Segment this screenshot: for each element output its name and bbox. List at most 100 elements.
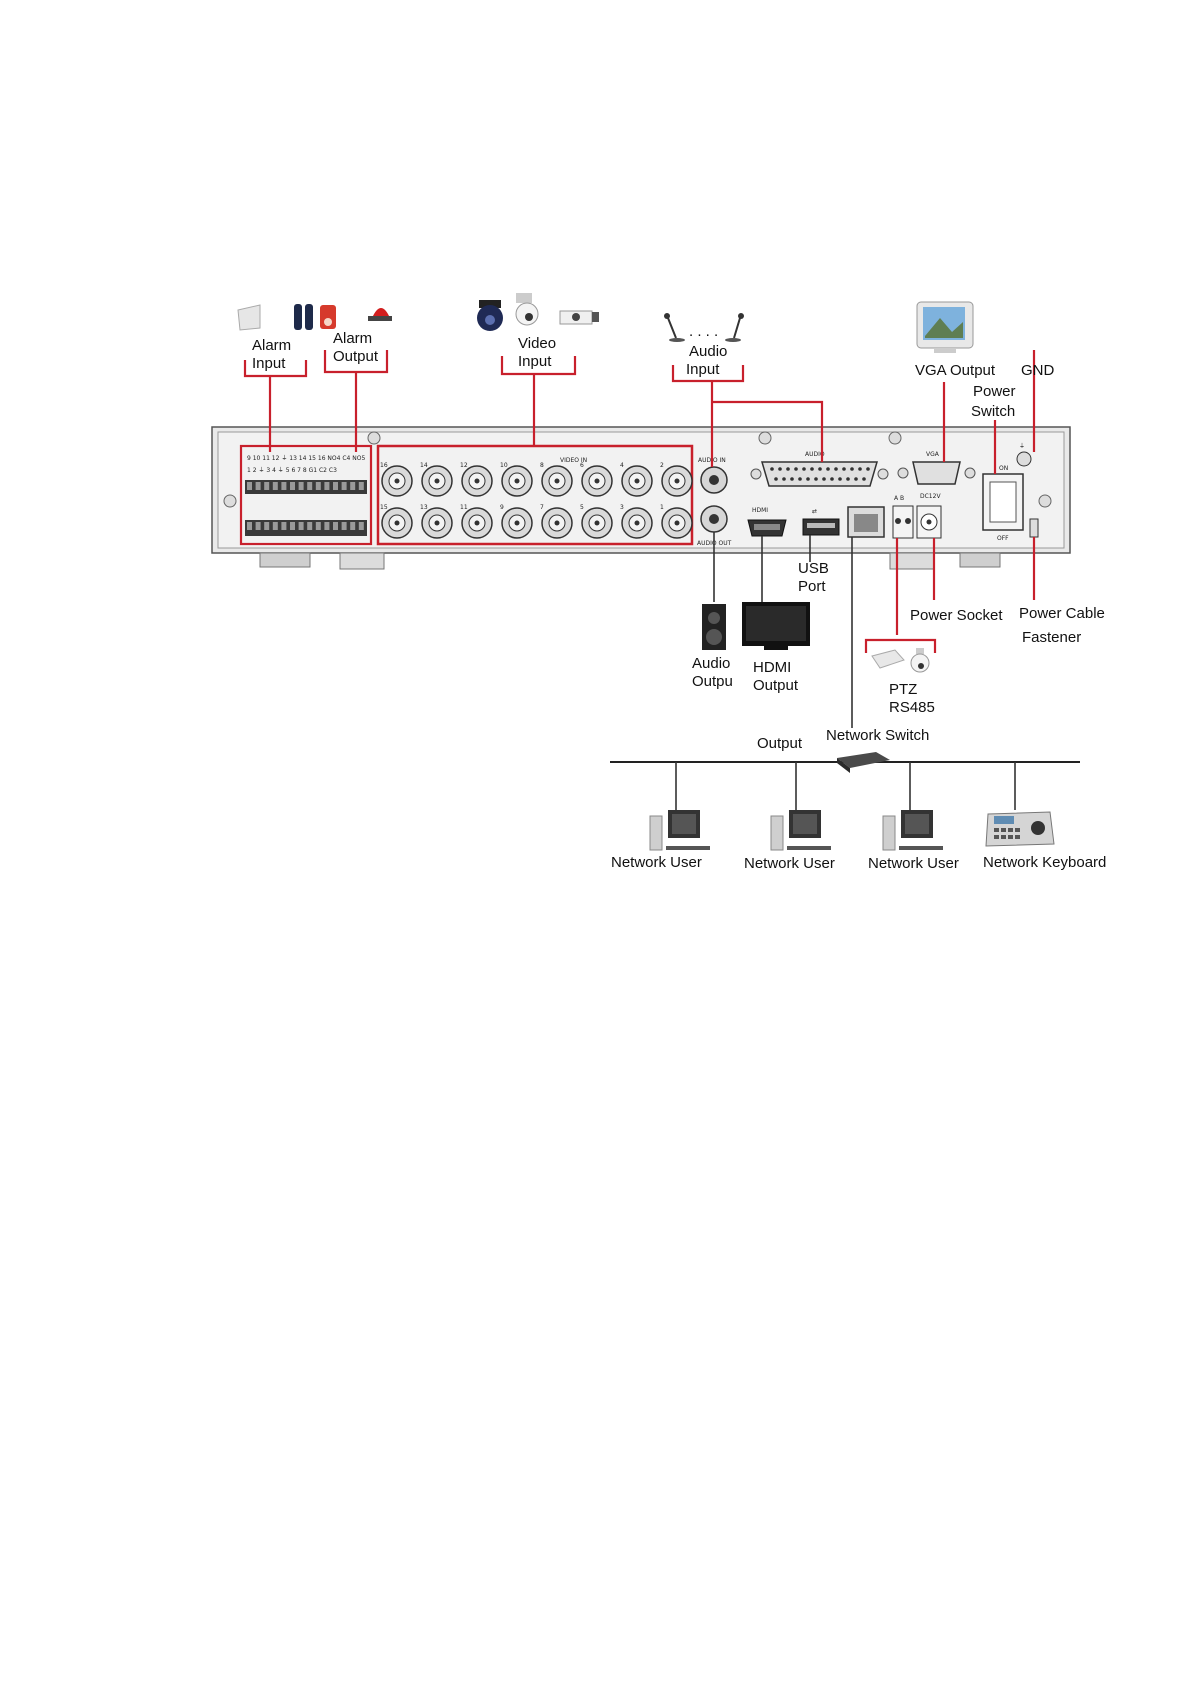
db25-pin [854, 477, 858, 481]
bnc-pin [394, 478, 400, 484]
video-input-label-line2: Input [518, 353, 552, 370]
bnc-channel-number: 15 [380, 504, 388, 511]
db25-pin [798, 477, 802, 481]
alarm-sensor-icon [237, 304, 261, 331]
audio-output-label-line1: Audio [692, 655, 730, 672]
db25-pin [778, 467, 782, 471]
bnc-channel-number: 10 [500, 462, 508, 469]
bnc-pin [634, 478, 640, 484]
db25-pin [810, 467, 814, 471]
output-label: Output [757, 735, 803, 752]
bnc-pin [674, 478, 680, 484]
power-switch-hardware: ON OFF [982, 465, 1024, 542]
terminal-tooth [358, 522, 364, 530]
network-user-label-3: Network User [868, 855, 959, 872]
alarm-output-label-line1: Alarm [333, 330, 372, 347]
network-user-label-1: Network User [611, 854, 702, 871]
rs485-terminal: A B [892, 495, 914, 539]
ptz-label-line2: RS485 [889, 699, 935, 716]
db25-pin [858, 467, 862, 471]
terminal-tooth [324, 482, 330, 490]
alarm-input-label-line1: Alarm [252, 337, 291, 354]
db25-pin [818, 467, 822, 471]
bnc-channel-number: 8 [540, 462, 544, 469]
diagram-labels: Alarm Input Alarm Output Video Input Aud… [252, 330, 1106, 872]
bnc-channel-number: 7 [540, 504, 544, 511]
terminal-tooth [247, 522, 252, 530]
terminal-tooth [281, 522, 287, 530]
bnc-channel-number: 16 [380, 462, 388, 469]
vga-panel-label: VGA [926, 451, 940, 458]
db25-pin [826, 467, 830, 471]
bnc-channel-number: 2 [660, 462, 664, 469]
terminal-teeth [247, 482, 364, 530]
db25-pin [846, 477, 850, 481]
audio-input-label-line2: Input [686, 361, 720, 378]
terminal-tooth [290, 522, 295, 530]
bnc-pin [434, 478, 440, 484]
vga-output-label: VGA Output [915, 362, 996, 379]
on-panel-label: ON [999, 465, 1008, 472]
terminal-tooth [350, 522, 356, 530]
db25-pin [834, 467, 838, 471]
hdmi-output-label-line2: Output [753, 677, 799, 694]
terminal-tooth [247, 482, 252, 490]
hdmi-panel-label: HDMI [752, 507, 768, 514]
terminal-tooth [272, 482, 278, 490]
db25-pin [782, 477, 786, 481]
power-cable-fastener-label-line2: Fastener [1022, 629, 1081, 646]
db25-pin [786, 467, 790, 471]
ptz-camera-icon [515, 293, 539, 326]
dc-panel-label: DC12V [920, 493, 941, 500]
bnc-pin [594, 478, 600, 484]
gnd-label: GND [1021, 362, 1055, 379]
strobe-light-icon [368, 308, 392, 321]
bnc-channel-number: 6 [580, 462, 584, 469]
power-cable-fastener-hardware [1029, 518, 1039, 538]
terminal-tooth [333, 522, 338, 530]
network-keyboard-label: Network Keyboard [983, 854, 1106, 871]
terminal-tooth [281, 482, 287, 490]
svg-text:⇄: ⇄ [812, 508, 817, 515]
terminal-tooth [324, 522, 330, 530]
terminal-tooth [341, 522, 347, 530]
speed-dome-icon [910, 648, 930, 673]
siren-icon [320, 305, 336, 329]
svg-text:. . . .: . . . . [689, 323, 718, 340]
network-user-label-2: Network User [744, 855, 835, 872]
terminal-tooth [264, 522, 270, 530]
terminal-top-labels: 9 10 11 12 ⏚ 13 14 15 16 NO4 C4 NO5 [247, 455, 365, 462]
network-switch-icon [837, 752, 890, 773]
network-user-pc-icon [882, 810, 943, 851]
callout-lines [243, 350, 1080, 810]
terminal-tooth [298, 482, 304, 490]
bnc-channel-number: 13 [420, 504, 428, 511]
hdmi-output-label-line1: HDMI [753, 659, 791, 676]
bnc-pin [674, 520, 680, 526]
bnc-pin [514, 520, 520, 526]
terminal-bottom-labels: 1 2 ⏚ 3 4 ⏚ 5 6 7 8 G1 C2 C3 [247, 467, 337, 474]
usb-port-label-line1: USB [798, 560, 829, 577]
db25-audio-port: AUDIO [750, 451, 889, 487]
audio-output-label-line2: Outpu [692, 673, 733, 690]
video-input-label-line1: Video [518, 335, 556, 352]
bnc-channel-number: 9 [500, 504, 504, 511]
off-panel-label: OFF [997, 535, 1009, 542]
hdmi-port: HDMI [747, 507, 787, 537]
terminal-tooth [255, 522, 261, 530]
db25-pin [838, 477, 842, 481]
bnc-channel-number: 3 [620, 504, 624, 511]
terminal-tooth [298, 522, 304, 530]
rj45-network-port [847, 506, 885, 538]
bnc-channel-number: 5 [580, 504, 584, 511]
usb-port-label-line2: Port [798, 578, 826, 595]
db25-pin [822, 477, 826, 481]
gnd-screw: ⏚ [1016, 443, 1032, 467]
bnc-pin [634, 520, 640, 526]
bnc-channel-number: 4 [620, 462, 624, 469]
db25-pin [814, 477, 818, 481]
bnc-channel-number: 12 [460, 462, 468, 469]
bnc-channel-number: 1 [660, 504, 664, 511]
box-camera-icon [559, 310, 599, 325]
